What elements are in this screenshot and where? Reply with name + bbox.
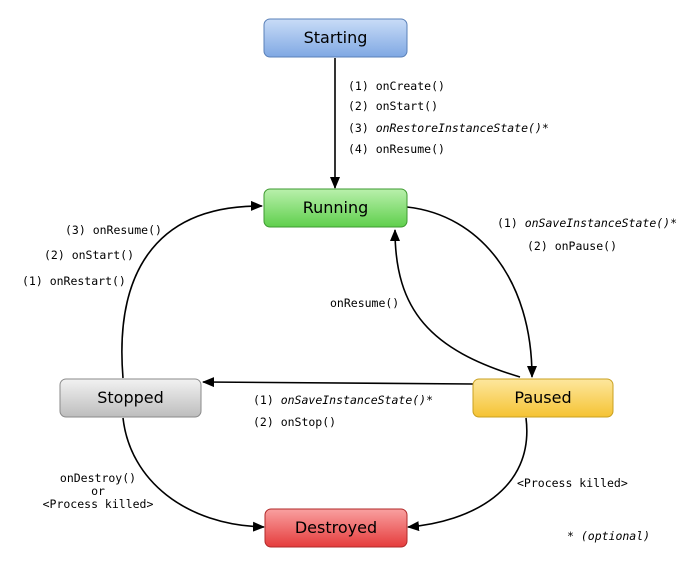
state-running-label: Running <box>303 198 369 217</box>
label-process-killed-paused: <Process killed> <box>517 476 628 490</box>
state-paused: Paused <box>472 378 614 418</box>
label-onstart: (2) onStart() <box>348 99 438 113</box>
label-restart-onresume: (3) onResume() <box>65 223 162 237</box>
state-running: Running <box>263 188 408 228</box>
label-onrestoreinstancestate: (3) onRestoreInstanceState()* <box>348 121 549 135</box>
state-paused-label: Paused <box>514 388 571 407</box>
footnote-optional: * (optional) <box>567 529 650 543</box>
label-onrestart: (1) onRestart() <box>22 274 126 288</box>
label-ondestroy: onDestroy() <box>60 471 136 485</box>
label-running-to-paused: (1) onSaveInstanceState()* (2) onPause() <box>497 216 677 253</box>
label-oncreate: (1) onCreate() <box>348 79 445 93</box>
edge-paused-to-stopped <box>202 377 474 388</box>
label-paused-to-stopped: (1) onSaveInstanceState()* (2) onStop() <box>253 393 433 429</box>
label-or: or <box>91 484 105 498</box>
edge-paused-to-destroyed <box>407 417 528 532</box>
state-destroyed-label: Destroyed <box>295 518 377 537</box>
label-restart-onstart: (2) onStart() <box>44 248 134 262</box>
label-onresume: (4) onResume() <box>348 142 445 156</box>
label-stopped-to-running: (3) onResume() (2) onStart() (1) onResta… <box>22 223 162 288</box>
edge-stopped-to-destroyed <box>122 417 265 532</box>
label-process-killed-stopped: <Process killed> <box>43 497 154 511</box>
label-stopped-to-destroyed: onDestroy() or <Process killed> <box>43 471 154 511</box>
state-stopped: Stopped <box>59 378 202 418</box>
state-destroyed: Destroyed <box>264 508 408 548</box>
state-starting: Starting <box>263 18 408 58</box>
label-starting-to-running: (1) onCreate() (2) onStart() (3) onResto… <box>348 79 549 156</box>
edge-running-to-paused <box>406 206 537 378</box>
edge-stopped-to-running <box>121 200 263 379</box>
state-starting-label: Starting <box>304 28 368 47</box>
label-paused-onresume: onResume() <box>330 296 399 310</box>
edge-paused-to-running <box>390 229 521 378</box>
label-stop-onsaveinstancestate: (1) onSaveInstanceState()* <box>253 393 433 407</box>
label-onpause: (2) onPause() <box>527 239 617 253</box>
label-onsaveinstancestate: (1) onSaveInstanceState()* <box>497 216 677 230</box>
label-onstop: (2) onStop() <box>253 415 336 429</box>
state-stopped-label: Stopped <box>97 388 164 407</box>
